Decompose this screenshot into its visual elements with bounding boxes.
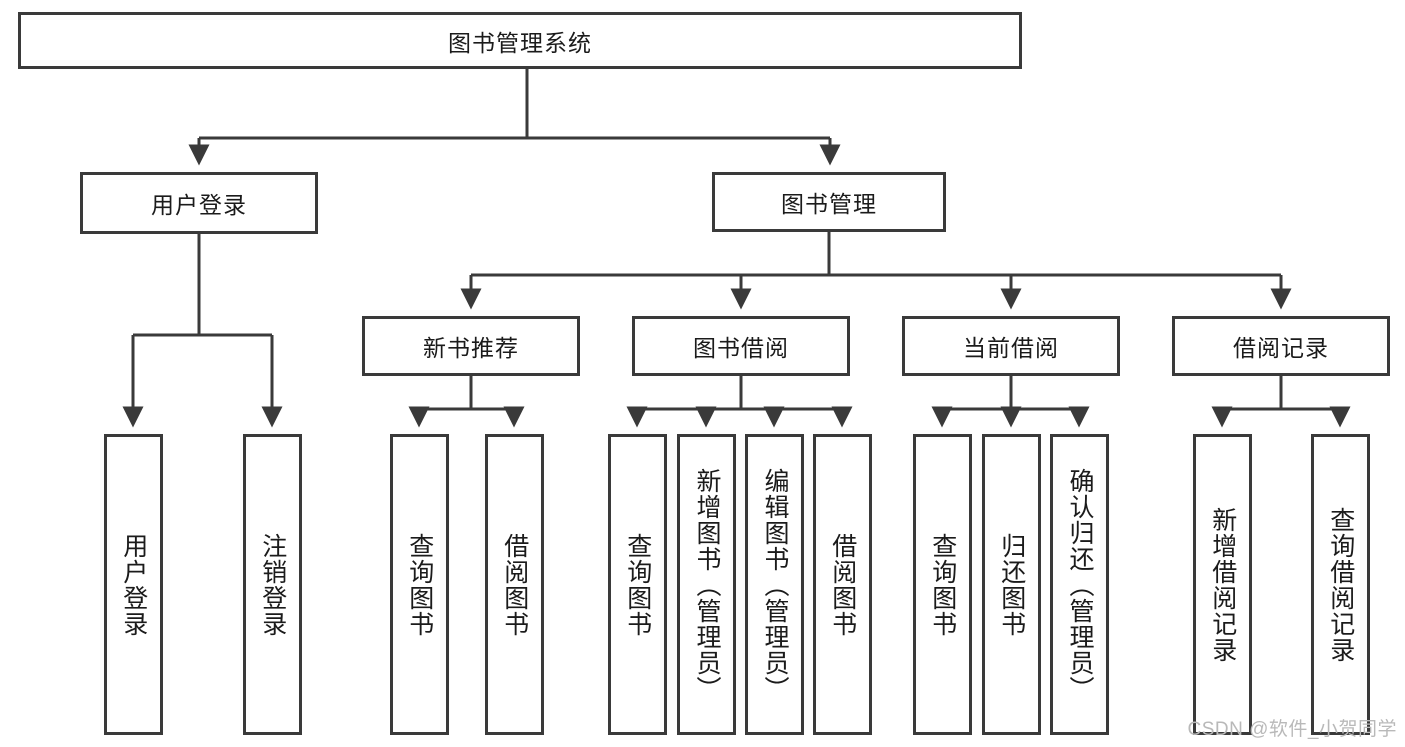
node-root-label: 图书管理系统 — [448, 29, 592, 56]
node-leaf-query-record-label: 查询借阅记录 — [1326, 506, 1355, 663]
node-leaf-confirm-return[interactable]: 确认归还（管理员） — [1050, 434, 1109, 735]
node-leaf-return-book-label: 归还图书 — [997, 532, 1026, 637]
node-leaf-add-record[interactable]: 新增借阅记录 — [1193, 434, 1252, 735]
node-leaf-query-book-3-label: 查询图书 — [928, 532, 957, 637]
node-book-borrow-label: 图书借阅 — [693, 335, 789, 361]
node-root[interactable]: 图书管理系统 — [18, 12, 1022, 69]
node-leaf-add-book-label: 新增图书（管理员） — [693, 467, 721, 702]
node-leaf-query-book-2-label: 查询图书 — [623, 532, 652, 637]
node-new-book-rec-label: 新书推荐 — [423, 335, 519, 361]
node-leaf-confirm-return-label: 确认归还（管理员） — [1066, 467, 1094, 702]
node-leaf-logout[interactable]: 注销登录 — [243, 434, 302, 735]
node-leaf-borrow-book-2[interactable]: 借阅图书 — [813, 434, 872, 735]
node-leaf-add-record-label: 新增借阅记录 — [1208, 506, 1237, 663]
node-book-borrow[interactable]: 图书借阅 — [632, 316, 850, 376]
node-leaf-return-book[interactable]: 归还图书 — [982, 434, 1041, 735]
node-book-manage-label: 图书管理 — [781, 191, 877, 217]
node-leaf-query-book-1-label: 查询图书 — [405, 532, 434, 637]
node-user-login-label: 用户登录 — [151, 192, 247, 218]
node-book-manage[interactable]: 图书管理 — [712, 172, 946, 232]
node-leaf-add-book[interactable]: 新增图书（管理员） — [677, 434, 736, 735]
node-user-login[interactable]: 用户登录 — [80, 172, 318, 234]
node-leaf-borrow-book-1-label: 借阅图书 — [500, 532, 529, 637]
node-leaf-user-login-label: 用户登录 — [119, 532, 148, 637]
node-leaf-logout-label: 注销登录 — [258, 532, 287, 637]
node-leaf-borrow-book-1[interactable]: 借阅图书 — [485, 434, 544, 735]
node-leaf-query-book-3[interactable]: 查询图书 — [913, 434, 972, 735]
watermark-text: CSDN @软件_小贺同学 — [1187, 719, 1397, 740]
node-borrow-record-label: 借阅记录 — [1233, 335, 1329, 361]
node-leaf-borrow-book-2-label: 借阅图书 — [828, 532, 857, 637]
node-new-book-rec[interactable]: 新书推荐 — [362, 316, 580, 376]
node-leaf-user-login[interactable]: 用户登录 — [104, 434, 163, 735]
node-leaf-edit-book[interactable]: 编辑图书（管理员） — [745, 434, 804, 735]
node-leaf-query-record[interactable]: 查询借阅记录 — [1311, 434, 1370, 735]
node-current-borrow[interactable]: 当前借阅 — [902, 316, 1120, 376]
node-borrow-record[interactable]: 借阅记录 — [1172, 316, 1390, 376]
node-leaf-query-book-1[interactable]: 查询图书 — [390, 434, 449, 735]
node-current-borrow-label: 当前借阅 — [963, 335, 1059, 361]
node-leaf-query-book-2[interactable]: 查询图书 — [608, 434, 667, 735]
node-leaf-edit-book-label: 编辑图书（管理员） — [761, 467, 789, 702]
